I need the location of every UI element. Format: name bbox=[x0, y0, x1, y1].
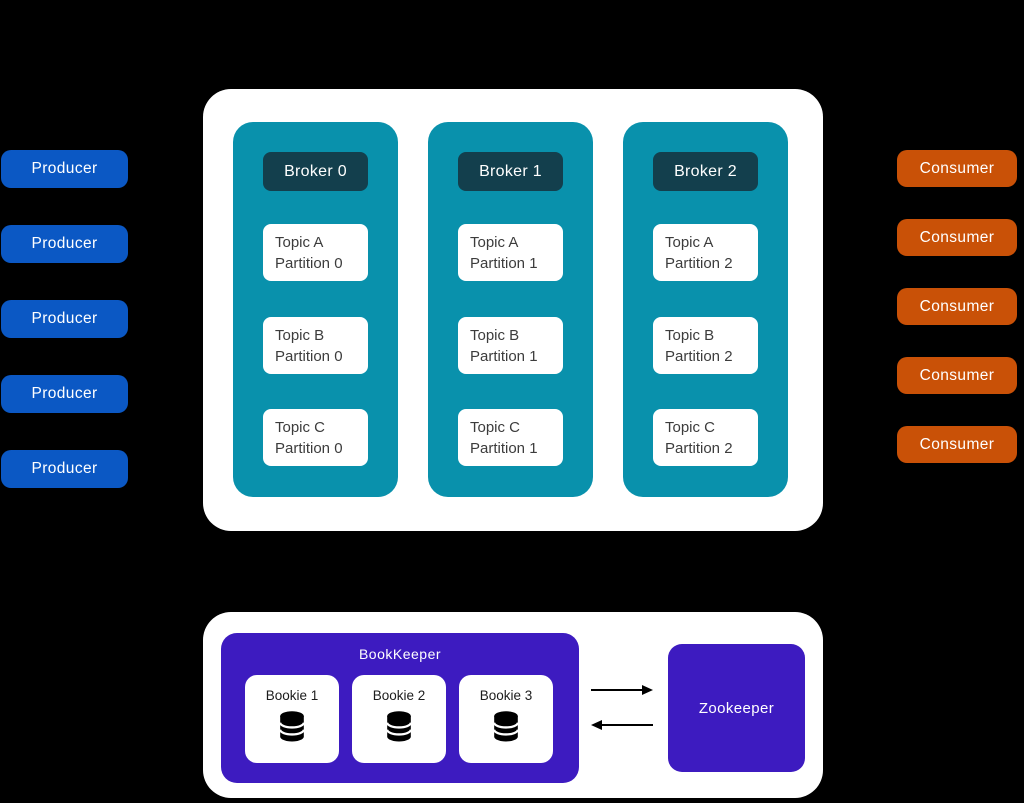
broker-1-column: Broker 1 Topic A Partition 1 Topic B Par… bbox=[428, 122, 593, 497]
bookie-node: Bookie 3 bbox=[459, 675, 553, 763]
topic-name: Topic B bbox=[275, 326, 325, 344]
producer-node: Producer bbox=[1, 450, 128, 488]
topic-partition-box: Topic C Partition 1 bbox=[458, 409, 563, 466]
topic-name: Topic C bbox=[665, 418, 716, 436]
arrow-right-icon bbox=[591, 685, 653, 695]
topic-name: Topic A bbox=[665, 233, 714, 251]
consumer-node: Consumer bbox=[897, 150, 1017, 187]
partition-name: Partition 2 bbox=[665, 347, 733, 365]
bookie-node: Bookie 1 bbox=[245, 675, 339, 763]
storage-panel: BookKeeper Bookie 1 Bookie 2 bbox=[203, 612, 823, 798]
partition-name: Partition 0 bbox=[275, 347, 343, 365]
producer-node: Producer bbox=[1, 375, 128, 413]
consumer-node: Consumer bbox=[897, 426, 1017, 463]
consumer-node: Consumer bbox=[897, 288, 1017, 325]
bookie-label: Bookie 2 bbox=[372, 688, 426, 703]
topic-partition-box: Topic B Partition 1 bbox=[458, 317, 563, 374]
partition-name: Partition 0 bbox=[275, 439, 343, 457]
broker-0-header: Broker 0 bbox=[263, 152, 368, 191]
bookkeeper-title: BookKeeper bbox=[358, 646, 442, 662]
producer-node: Producer bbox=[1, 150, 128, 188]
topic-name: Topic A bbox=[470, 233, 519, 251]
consumer-node: Consumer bbox=[897, 219, 1017, 256]
producer-node: Producer bbox=[1, 300, 128, 338]
partition-name: Partition 2 bbox=[665, 439, 733, 457]
topic-partition-box: Topic C Partition 2 bbox=[653, 409, 758, 466]
bookies-row: Bookie 1 Bookie 2 bbox=[245, 675, 553, 763]
bookie-label: Bookie 1 bbox=[265, 688, 319, 703]
producer-node: Producer bbox=[1, 225, 128, 263]
topic-partition-box: Topic A Partition 0 bbox=[263, 224, 368, 281]
partition-name: Partition 1 bbox=[470, 254, 538, 272]
producers-column: Producer Producer Producer Producer Prod… bbox=[1, 150, 128, 488]
partition-name: Partition 1 bbox=[470, 439, 538, 457]
bookie-node: Bookie 2 bbox=[352, 675, 446, 763]
broker-2-column: Broker 2 Topic A Partition 2 Topic B Par… bbox=[623, 122, 788, 497]
arrow-left-icon bbox=[591, 720, 653, 730]
partition-name: Partition 2 bbox=[665, 254, 733, 272]
topic-name: Topic B bbox=[665, 326, 715, 344]
topic-name: Topic A bbox=[275, 233, 324, 251]
consumer-node: Consumer bbox=[897, 357, 1017, 394]
topic-partition-box: Topic B Partition 0 bbox=[263, 317, 368, 374]
topic-partition-box: Topic A Partition 2 bbox=[653, 224, 758, 281]
broker-0-column: Broker 0 Topic A Partition 0 Topic B Par… bbox=[233, 122, 398, 497]
topic-partition-box: Topic B Partition 2 bbox=[653, 317, 758, 374]
topic-name: Topic C bbox=[275, 418, 326, 436]
consumers-column: Consumer Consumer Consumer Consumer Cons… bbox=[897, 150, 1017, 463]
bookie-label: Bookie 3 bbox=[479, 688, 533, 703]
topic-name: Topic B bbox=[470, 326, 520, 344]
broker-cluster-panel: Broker 0 Topic A Partition 0 Topic B Par… bbox=[203, 89, 823, 531]
topic-name: Topic C bbox=[470, 418, 521, 436]
partition-name: Partition 1 bbox=[470, 347, 538, 365]
database-icon bbox=[493, 711, 519, 742]
broker-1-header: Broker 1 bbox=[458, 152, 563, 191]
partition-name: Partition 0 bbox=[275, 254, 343, 272]
database-icon bbox=[279, 711, 305, 742]
broker-2-header: Broker 2 bbox=[653, 152, 758, 191]
topic-partition-box: Topic A Partition 1 bbox=[458, 224, 563, 281]
bookkeeper-box: BookKeeper Bookie 1 Bookie 2 bbox=[221, 633, 579, 783]
topic-partition-box: Topic C Partition 0 bbox=[263, 409, 368, 466]
zookeeper-box: Zookeeper bbox=[668, 644, 805, 772]
database-icon bbox=[386, 711, 412, 742]
